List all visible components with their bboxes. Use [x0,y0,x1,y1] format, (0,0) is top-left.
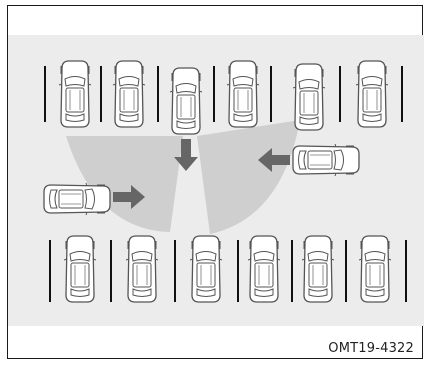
reversing-car-icon [169,67,203,135]
car-top-view-icon [247,235,281,303]
approaching-car-right-icon [292,143,360,177]
detection-zone-right [197,120,300,234]
car-top-view-icon [58,60,92,128]
car-top-view-icon [63,235,97,303]
car-top-view-icon [125,235,159,303]
top-row-parking-lines [44,66,403,122]
approaching-car-left-icon [43,182,111,216]
bottom-row-parking-lines [49,240,407,302]
car-top-view-icon [301,235,335,303]
car-top-view-icon [292,63,326,131]
car-top-view-icon [112,60,146,128]
car-top-view-icon [358,235,392,303]
car-top-view-icon [355,60,389,128]
figure-code: OMT19-4322 [328,341,414,356]
detection-zone-left [66,136,183,232]
car-top-view-icon [226,60,260,128]
car-top-view-icon [189,235,223,303]
